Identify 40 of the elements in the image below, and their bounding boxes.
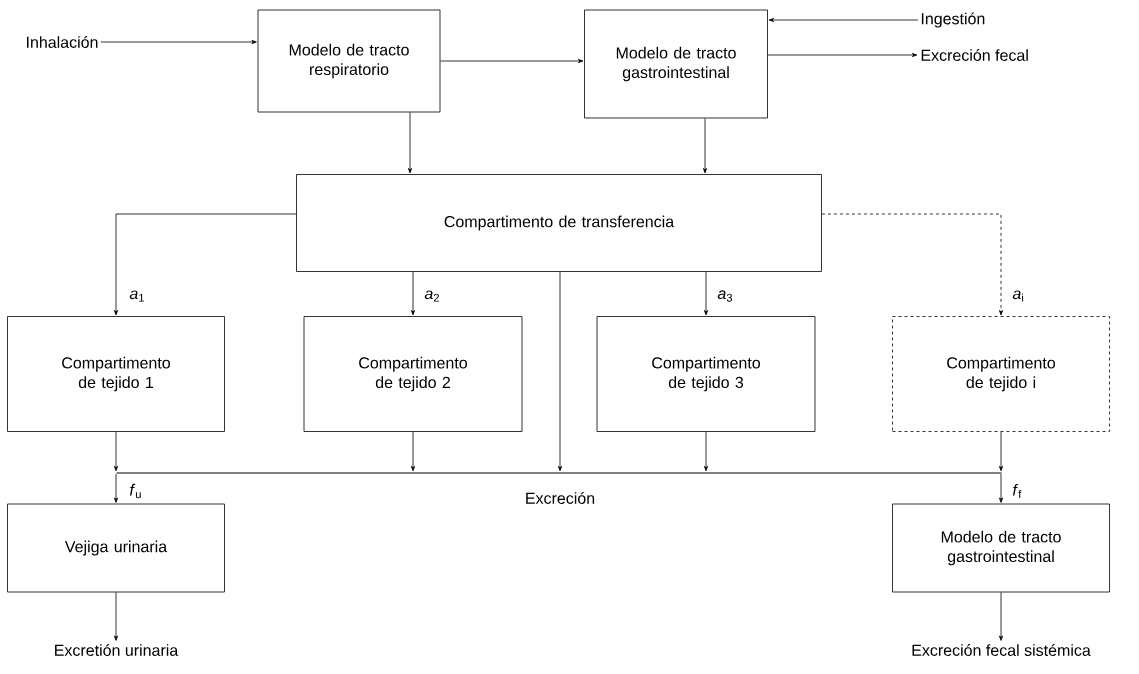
arrow: [999, 592, 1004, 641]
edge-label: a$_{1}$: [129, 290, 144, 302]
arrow: [114, 431, 119, 472]
arrow: [408, 112, 412, 174]
arrow: [411, 271, 415, 316]
flow-label: Excreción fecal: [921, 49, 1028, 61]
arrow: [703, 118, 707, 174]
arrow: [704, 431, 708, 472]
process-box: Compartimento de tejido 2: [303, 316, 523, 432]
edge-label: f$_{f}$: [1012, 483, 1022, 499]
process-box: Compartimento de tejido i: [892, 316, 1110, 432]
process-box: Vejiga urinaria: [7, 503, 225, 593]
line-label: Excreción: [526, 492, 595, 504]
edge-label: a$_{i}$: [1012, 290, 1024, 302]
dashed-arrow: [821, 213, 1004, 316]
flow-label: Inhalación: [27, 36, 98, 48]
arrow: [114, 213, 297, 316]
arrow: [114, 592, 119, 641]
process-box: Modelo de tracto gastrointestinal: [892, 503, 1110, 593]
arrow: [558, 271, 562, 472]
flow-label: Excretión urinaria: [55, 644, 179, 656]
process-box: Compartimento de tejido 1: [7, 316, 225, 432]
arrow: [704, 271, 708, 316]
edge-label: f$_{u}$: [129, 483, 141, 499]
process-box: Modelo de tracto gastrointestinal: [584, 9, 768, 119]
arrow: [440, 59, 584, 63]
arrow: [411, 431, 415, 472]
arrow: [999, 431, 1004, 472]
flow-label: Ingestión: [921, 12, 985, 28]
arrow: [999, 473, 1004, 503]
edge-label: a$_{2}$: [424, 290, 439, 302]
flow-label: Excreción fecal sistémica: [912, 644, 1091, 656]
edge-label: a$_{3}$: [717, 290, 733, 302]
process-box: Compartimento de transferencia: [296, 174, 822, 272]
arrow: [767, 53, 918, 57]
process-box: Modelo de tracto respiratorio: [257, 9, 441, 113]
arrow: [768, 18, 919, 22]
arrow: [100, 40, 257, 44]
arrow: [114, 473, 119, 503]
process-box: Compartimento de tejido 3: [596, 316, 816, 432]
